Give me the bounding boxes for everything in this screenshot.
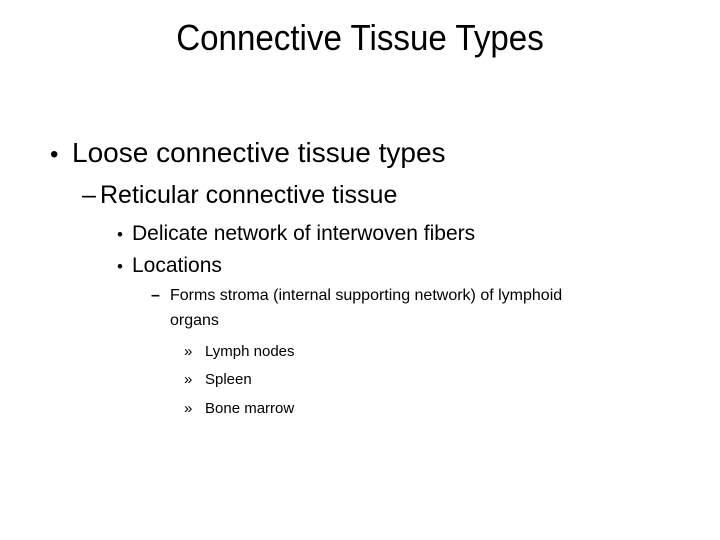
bullet-marker: • bbox=[117, 257, 123, 276]
bullet-marker: • bbox=[117, 225, 123, 244]
bullet-text: Reticular connective tissue bbox=[100, 181, 398, 209]
bullet-item-locations: • Locations bbox=[0, 253, 720, 280]
chevron-marker: » bbox=[184, 343, 193, 360]
bullet-item-reticular: – Reticular connective tissue bbox=[0, 180, 720, 210]
bullet-text: Lymph nodes bbox=[205, 343, 295, 360]
bullet-list: • Loose connective tissue types – Reticu… bbox=[0, 137, 720, 418]
bullet-text: Spleen bbox=[205, 371, 252, 388]
chevron-marker: » bbox=[184, 400, 193, 417]
dash-marker: – bbox=[151, 287, 160, 304]
bullet-item-delicate-network: • Delicate network of interwoven fibers bbox=[0, 221, 720, 248]
dash-marker: – bbox=[82, 181, 96, 209]
slide-title: Connective Tissue Types bbox=[176, 17, 544, 58]
bullet-text: Forms stroma (internal supporting networ… bbox=[170, 287, 563, 329]
bullet-text: Delicate network of interwoven fibers bbox=[132, 222, 476, 245]
bullet-item-bone-marrow: » Bone marrow bbox=[0, 399, 720, 418]
bullet-item-spleen: » Spleen bbox=[0, 370, 720, 389]
bullet-item-loose-connective: • Loose connective tissue types bbox=[0, 137, 720, 171]
chevron-marker: » bbox=[184, 371, 193, 388]
bullet-item-forms-stroma: – Forms stroma (internal supporting netw… bbox=[0, 283, 720, 333]
bullet-text: Loose connective tissue types bbox=[72, 137, 446, 168]
bullet-marker: • bbox=[50, 141, 59, 168]
bullet-text: Bone marrow bbox=[205, 400, 295, 417]
bullet-text: Locations bbox=[132, 254, 222, 277]
bullet-item-lymph-nodes: » Lymph nodes bbox=[0, 342, 720, 361]
